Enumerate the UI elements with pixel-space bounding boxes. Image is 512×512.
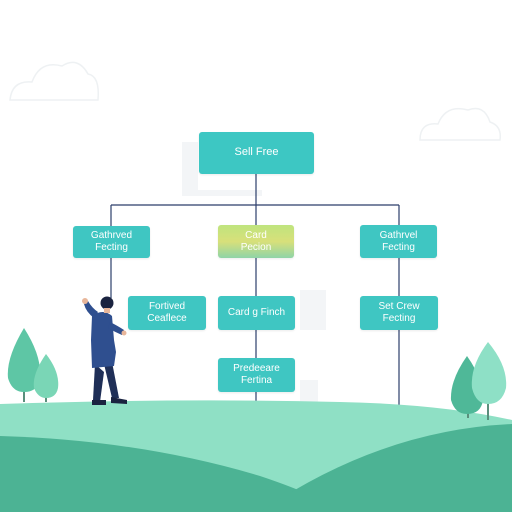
cloud-icon (419, 107, 502, 141)
node-card-pecion[interactable]: Card Pecion (218, 225, 294, 258)
node-label-line: Set Crew (378, 301, 420, 312)
node-predeeare-fertina[interactable]: Predeeare Fertina (218, 358, 295, 392)
node-label-line: Fertina (240, 375, 273, 386)
connector-lines (110, 174, 400, 410)
node-label-line: Fecting (382, 313, 416, 324)
node-label-line: Fecting (95, 242, 128, 253)
node-fortived-ceaflece[interactable]: Fortived Ceaflece (128, 296, 206, 330)
node-label-line: Gathrved (90, 230, 133, 241)
tree-icon (471, 342, 507, 420)
node-label-line: Gathrvel (379, 229, 418, 241)
node-gathrvel-fecting[interactable]: Gathrvel Fecting (360, 225, 437, 258)
person-figure (82, 296, 127, 405)
node-card-g-finch[interactable]: Card g Finch (218, 296, 295, 330)
node-set-crew-fecting[interactable]: Set Crew Fecting (360, 296, 438, 330)
root-node[interactable]: Sell Free (199, 132, 314, 174)
grass-hill-right (260, 424, 512, 512)
tree-icon (7, 328, 41, 402)
node-label-line: Pecion (240, 241, 272, 253)
node-label-line: Fecting (382, 241, 415, 253)
node-label-line: Predeeare (233, 363, 280, 374)
tree-icon (33, 354, 59, 402)
grass-hill-front (0, 436, 340, 512)
node-label-line: Fortived (148, 301, 186, 312)
root-node-label: Sell Free (234, 146, 279, 159)
cloud-icon (9, 61, 100, 101)
node-label-line: Card (245, 229, 267, 241)
node-gathrved-fecting[interactable]: Gathrved Fecting (73, 226, 150, 258)
node-label-line: Card g Finch (227, 307, 286, 318)
node-label-line: Ceaflece (147, 313, 187, 324)
background-structure (182, 142, 326, 402)
